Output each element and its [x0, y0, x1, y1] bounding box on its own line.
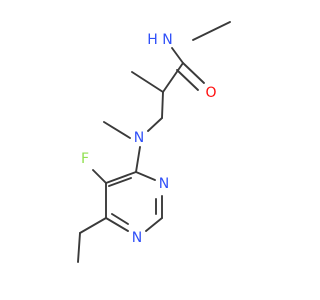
atom-ring-n3: N	[159, 176, 169, 192]
bond-c6-ethyl	[79, 217, 107, 234]
atom-carbonyl-o: O	[205, 85, 216, 101]
bond-ch-ch2	[161, 91, 164, 119]
bond-n-carbonyl	[171, 47, 184, 64]
bond-c6-n1	[105, 217, 129, 232]
bond-amine-ring	[135, 146, 141, 173]
bond-c4-c5	[105, 171, 137, 184]
bond-ch2-amine	[147, 117, 163, 132]
bond-carbonyl-ch	[162, 62, 184, 93]
atom-amine-n: N	[134, 130, 144, 146]
bond-c5-f	[92, 169, 107, 184]
bond-ch-methyl	[131, 71, 164, 93]
atom-ring-n1: N	[132, 230, 142, 246]
bond-amine-methyl	[103, 121, 131, 139]
bond-nmethyl	[192, 21, 231, 41]
atom-amide-h: H N	[147, 32, 172, 48]
atom-labels: H N O N F N N	[81, 32, 217, 246]
bond-c4-c5-inner	[108, 177, 132, 187]
chemical-structure: H N O N F N N	[77, 21, 231, 263]
bond-co-double-1	[182, 62, 205, 84]
bond-n1-c2	[145, 217, 163, 232]
bond-n3-c4	[135, 171, 156, 181]
bond-ethyl-methyl	[77, 232, 81, 263]
bonds	[77, 21, 231, 263]
atom-fluorine: F	[81, 151, 89, 167]
bond-co-double-2	[176, 69, 199, 91]
bond-c6-n1-inner	[111, 213, 129, 225]
